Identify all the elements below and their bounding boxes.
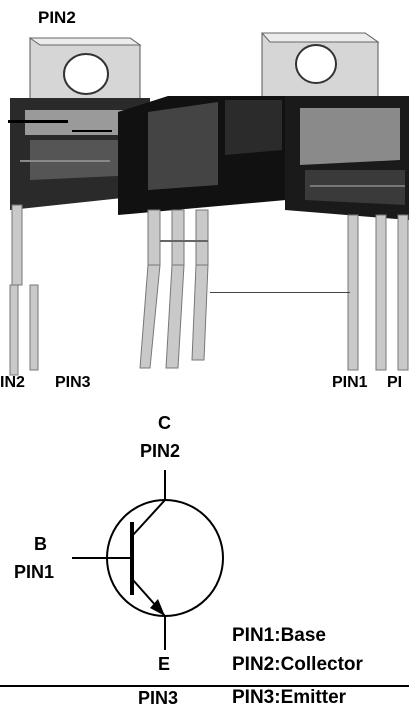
right-partial-pin-label: PI: [387, 374, 403, 391]
collector-letter: C: [158, 413, 171, 433]
center-package-body: [118, 96, 286, 215]
collector-pin-label: PIN2: [140, 441, 181, 461]
npn-transistor-symbol: [72, 470, 224, 650]
collector-lead: [132, 499, 166, 536]
right-pin1-label: PIN1: [332, 374, 368, 391]
emitter-letter: E: [158, 654, 171, 674]
legend-pin2: PIN2:Collector: [232, 654, 363, 675]
legend-pin1: PIN1:Base: [232, 625, 326, 646]
right-mounting-tab: [260, 32, 380, 106]
bottom-cut-strip: PIN3 PIN3:Emitter: [0, 685, 409, 711]
right-package-body: [285, 96, 409, 220]
left-pin3-label: PIN3: [55, 374, 91, 391]
legend-pin3: PIN3:Emitter: [232, 687, 347, 708]
left-package-leads: [9, 204, 39, 376]
right-package-leads: [347, 214, 409, 371]
center-package-leads: [139, 209, 209, 369]
left-mounting-tab: [28, 37, 142, 109]
base-pin-label: PIN1: [14, 562, 55, 582]
top-tab-pin-label: PIN2: [38, 8, 76, 27]
emitter-arrow: [150, 599, 165, 616]
to220-package-illustration: [8, 32, 409, 376]
bottom-border-line: [0, 685, 409, 687]
left-partial-pin-label: IN2: [0, 374, 25, 391]
base-letter: B: [34, 534, 47, 554]
emitter-pin-label: PIN3: [138, 688, 179, 708]
scan-noise: [8, 120, 405, 293]
